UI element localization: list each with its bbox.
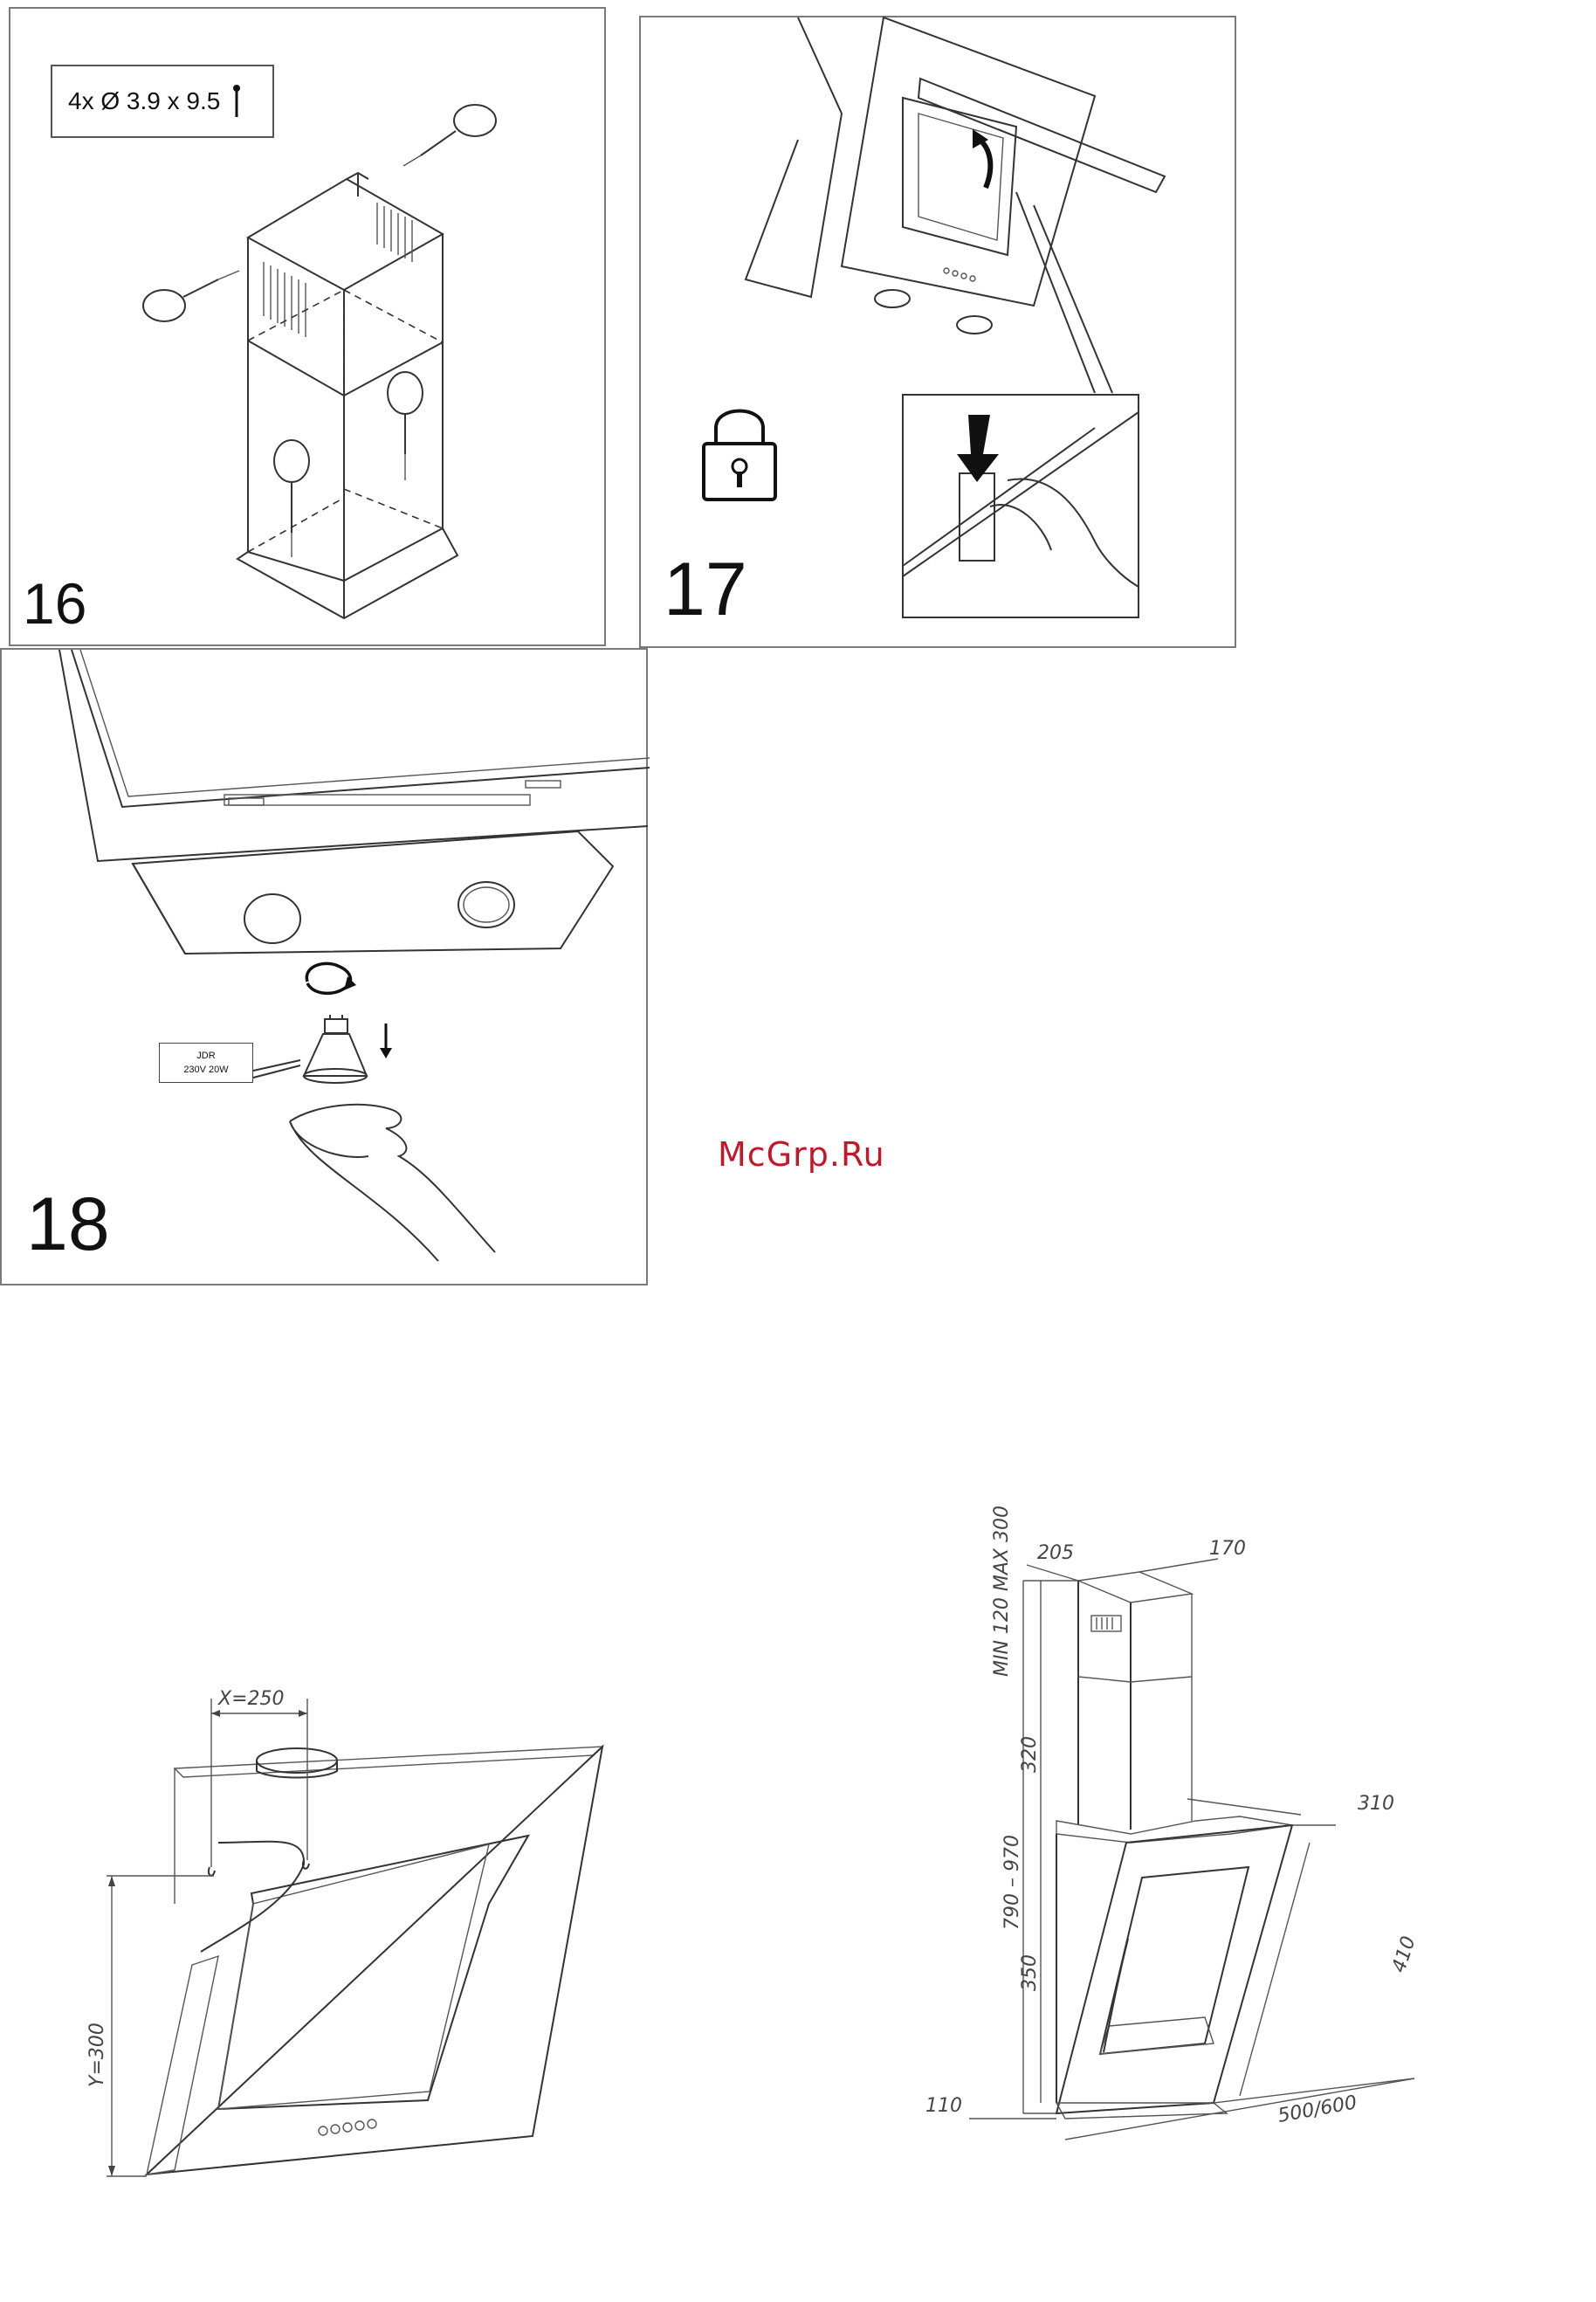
hand-screwdriver-center xyxy=(274,440,309,557)
top-depth-label: 205 xyxy=(1037,1542,1074,1564)
step-18-panel: JDR 230V 20W 18 xyxy=(0,648,648,1285)
chimney-assembly-drawing xyxy=(10,9,608,648)
min-max-label: MIN 120 MAX 300 xyxy=(991,1506,1013,1677)
padlock-icon xyxy=(700,398,779,503)
bottom-offset-label: 110 xyxy=(925,2095,962,2117)
step-16-panel: 4x Ø 3.9 x 9.5 xyxy=(9,7,606,646)
total-height-label: 790 – 970 xyxy=(1001,1835,1023,1930)
open-hand xyxy=(290,1105,495,1261)
step-17-panel: 17 xyxy=(639,16,1236,648)
vent-slots-right xyxy=(377,203,412,262)
hood-depth-label: 310 xyxy=(1358,1793,1394,1815)
lamp-spec-box: JDR 230V 20W xyxy=(159,1043,253,1083)
detail-inset xyxy=(903,395,1139,617)
control-buttons xyxy=(319,2119,376,2135)
halogen-bulb xyxy=(304,1015,367,1083)
hand-screwdriver-top xyxy=(403,105,496,166)
dimension-drawing: 205 170 MIN 120 MAX 300 320 790 – 970 35… xyxy=(925,1520,1537,2148)
press-arrow xyxy=(957,415,999,482)
vent-slots xyxy=(1091,1616,1121,1631)
x-dimension-label: X=250 xyxy=(217,1688,285,1710)
watermark-text: McGrp.Ru xyxy=(718,1135,885,1174)
hand-screwdriver-left xyxy=(143,271,239,321)
step-number: 18 xyxy=(26,1187,110,1262)
width-label: 500/600 xyxy=(1276,2092,1359,2126)
lift-arrow xyxy=(980,140,990,188)
lamp-rating: 230V 20W xyxy=(160,1063,252,1077)
step-number: 16 xyxy=(23,575,86,632)
top-width-label: 170 xyxy=(1209,1538,1246,1560)
lamp-type: JDR xyxy=(160,1049,252,1063)
vent-slots-left xyxy=(264,262,306,337)
control-buttons xyxy=(944,268,975,281)
rotate-arrow xyxy=(306,963,350,993)
glass-height-label: 410 xyxy=(1388,1933,1421,1975)
y-dimension-label: Y=300 xyxy=(86,2023,108,2087)
control-buttons xyxy=(229,781,561,805)
hand-screwdriver-right xyxy=(388,372,423,480)
hood-height-label: 350 xyxy=(1019,1954,1041,1991)
mounting-diagram: X=250 Y=300 xyxy=(87,1642,698,2183)
step-number: 17 xyxy=(664,552,747,627)
chimney-lower-label: 320 xyxy=(1019,1736,1041,1773)
